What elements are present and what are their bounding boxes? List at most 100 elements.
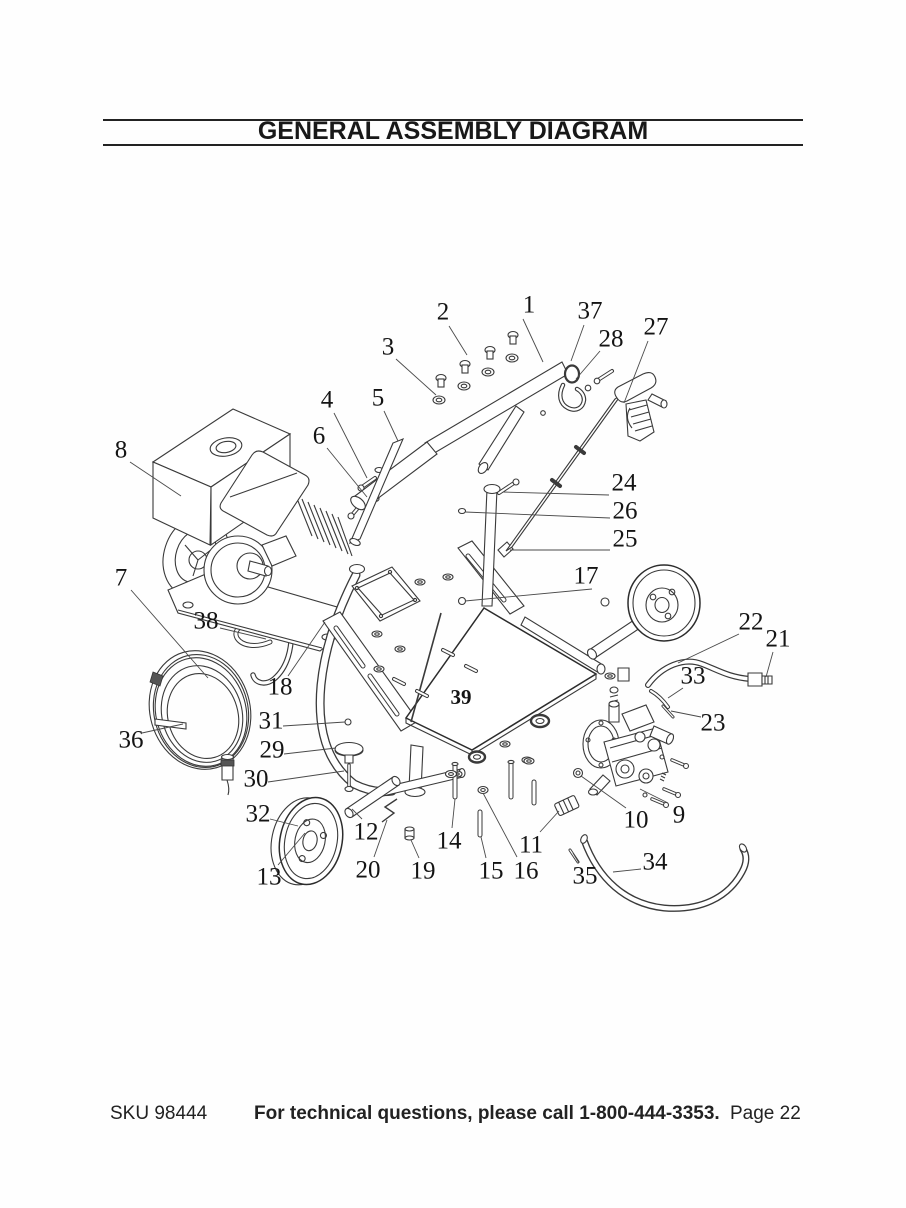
svg-text:36: 36	[119, 727, 144, 754]
svg-text:16: 16	[514, 858, 539, 885]
callout-17: 17	[464, 563, 599, 602]
lower-handle-tube	[348, 437, 405, 545]
gun-hook-37	[558, 364, 587, 412]
air-cleaner	[219, 450, 310, 537]
svg-text:39: 39	[451, 685, 472, 709]
callout-25: 25	[510, 526, 638, 553]
svg-text:12: 12	[354, 819, 379, 846]
svg-text:2: 2	[437, 299, 450, 326]
callout-28: 28	[575, 326, 624, 380]
left-wheel-drawing	[270, 796, 344, 886]
handle-cross-tube	[478, 405, 525, 471]
svg-text:37: 37	[578, 298, 603, 325]
svg-text:15: 15	[479, 858, 504, 885]
hose-clip	[149, 671, 164, 687]
svg-text:26: 26	[613, 498, 638, 525]
callout-3: 3	[382, 334, 437, 396]
spray-gun-drawing	[505, 371, 668, 552]
callout-32: 32	[246, 801, 299, 828]
plate-slots	[392, 648, 478, 698]
svg-text:14: 14	[437, 828, 463, 855]
svg-text:29: 29	[260, 737, 285, 764]
hardware-drawing	[334, 330, 630, 864]
svg-text:22: 22	[739, 609, 764, 636]
bolt-washer-cluster	[432, 330, 519, 405]
svg-text:3: 3	[382, 334, 395, 361]
lance	[505, 394, 622, 552]
base-plate-39	[404, 607, 598, 751]
handle-drawing	[348, 361, 587, 607]
callout-9: 9	[639, 788, 686, 829]
svg-text:10: 10	[624, 807, 649, 834]
callout-29: 29	[260, 737, 337, 764]
svg-text:24: 24	[612, 470, 638, 497]
svg-text:33: 33	[681, 663, 706, 690]
gun-hook-bolt-28	[540, 369, 614, 416]
callout-14: 14	[437, 798, 463, 855]
svg-text:6: 6	[313, 423, 326, 450]
page-title: GENERAL ASSEMBLY DIAGRAM	[257, 117, 649, 145]
hose-coil-drawing	[148, 650, 252, 796]
axle-nut	[600, 597, 610, 607]
callout-19: 19	[411, 839, 436, 885]
callout-26: 26	[464, 498, 638, 525]
callout-30: 30	[244, 766, 345, 793]
engine-drawing	[151, 408, 353, 652]
svg-text:11: 11	[519, 832, 543, 859]
inlet-nut-10	[572, 767, 584, 779]
svg-text:35: 35	[573, 863, 598, 890]
support-note: For technical questions, please call 1-8…	[254, 1103, 720, 1124]
pump-manifold	[621, 704, 655, 732]
svg-text:25: 25	[613, 526, 638, 553]
callout-22: 22	[677, 609, 764, 664]
callout-24: 24	[502, 470, 638, 497]
pump-bolts	[642, 754, 690, 809]
carburetor	[261, 535, 297, 567]
title-rule-top	[103, 119, 803, 121]
foot-pad-assembly	[334, 718, 364, 793]
svg-text:38: 38	[194, 608, 219, 635]
svg-text:28: 28	[599, 326, 624, 353]
gun-trigger	[626, 407, 633, 429]
callout-5: 5	[372, 385, 399, 442]
callout-33: 33	[667, 663, 706, 699]
callout-4: 4	[321, 387, 368, 479]
svg-text:7: 7	[115, 565, 128, 592]
svg-text:27: 27	[644, 314, 669, 341]
gun-grip	[625, 399, 655, 442]
svg-text:32: 32	[246, 801, 271, 828]
svg-text:18: 18	[268, 674, 293, 701]
pump-inlet-parts	[554, 795, 580, 864]
page-number: Page 22	[730, 1103, 801, 1124]
svg-text:23: 23	[701, 710, 726, 737]
callout-31: 31	[259, 708, 346, 735]
wheel-axle-parts	[344, 775, 415, 841]
cooling-fins	[295, 495, 353, 557]
callout-15: 15	[479, 836, 504, 885]
svg-text:9: 9	[673, 802, 686, 829]
title-rule-bottom	[103, 144, 803, 146]
hoses-drawing	[580, 658, 773, 912]
svg-text:30: 30	[244, 766, 269, 793]
callout-12: 12	[351, 808, 379, 846]
rubber-feet	[467, 713, 551, 764]
hose-strap	[154, 718, 187, 730]
handle-pivot-bolt-24	[457, 478, 520, 515]
right-wheel-drawing	[627, 564, 701, 642]
svg-text:4: 4	[321, 387, 334, 414]
callout-38: 38	[194, 608, 267, 640]
pump-drawing	[572, 686, 690, 809]
svg-text:19: 19	[411, 858, 436, 885]
svg-text:21: 21	[766, 626, 791, 653]
callout-16: 16	[482, 792, 539, 885]
callout-27: 27	[623, 314, 669, 404]
callout-8: 8	[115, 437, 182, 497]
svg-text:34: 34	[643, 849, 669, 876]
callout-2: 2	[437, 299, 468, 356]
callout-1: 1	[522, 292, 544, 363]
callout-36: 36	[119, 723, 184, 754]
callout-37: 37	[570, 298, 603, 362]
